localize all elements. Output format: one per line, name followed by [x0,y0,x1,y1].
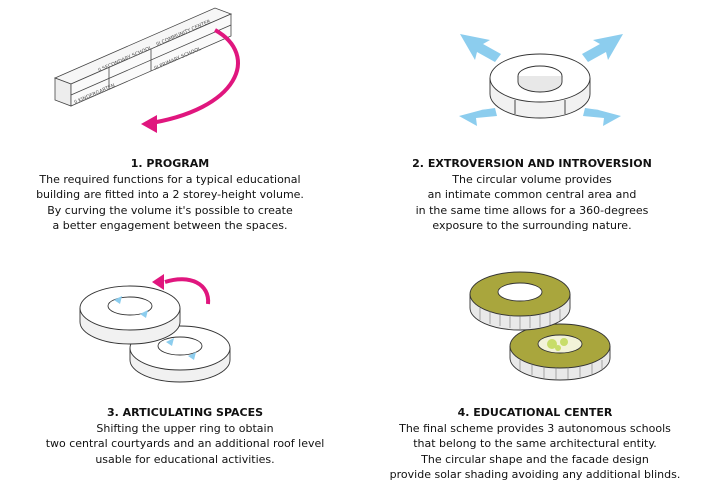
caption-line: By curving the volume it's possible to c… [47,203,293,217]
tree [555,345,561,351]
lower-ring-hole [157,336,203,356]
small-arrow [114,296,122,304]
caption-educational-center: 4. EDUCATIONAL CENTER The final scheme p… [385,405,685,483]
arrow-up-right [582,34,623,62]
caption-line: building are fitted into a 2 storey-heig… [36,188,304,201]
caption-line: provide solar shading avoiding any addit… [389,468,681,481]
caption-extroversion: 2. EXTROVERSION AND INTROVERSION The cir… [382,156,682,234]
arrow-down-right [583,108,621,126]
caption-line: two central courtyards and an additional… [45,437,325,450]
caption-line: an intimate common central area and [427,188,637,201]
arrow-down-left [459,108,497,126]
small-arrow [140,310,148,318]
caption-line: The required functions for a typical edu… [39,172,301,186]
shift-arrow [164,277,211,305]
caption-line: The circular shape and the facade design [421,452,649,466]
caption-line: in the same time allows for a 360-degree… [415,203,649,217]
caption-program: 1. PROGRAM The required functions for a … [20,156,320,234]
shift-arrow-head [152,274,164,290]
panel-title: 4. EDUCATIONAL CENTER [457,406,613,419]
caption-line: that belong to the same architectural en… [413,437,657,450]
caption-line: The final scheme provides 3 autonomous s… [399,421,671,435]
caption-line: Shifting the upper ring to obtain [96,421,274,435]
panel-title: 3. ARTICULATING SPACES [106,406,264,419]
lower-courtyard [537,334,583,354]
panel-title: 1. PROGRAM [130,157,210,170]
caption-line: exposure to the surrounding nature. [432,219,632,232]
ring-exposure-diagram [459,34,623,126]
small-arrow [188,352,196,360]
upper-courtyard [497,282,543,302]
caption-line: a better engagement between the spaces. [52,219,288,232]
tree [560,338,568,346]
program-diagram: II SECONDARY SCHOOL III COMMUNITY CENTER… [53,7,240,133]
curve-arrow [144,28,240,126]
caption-line: The circular volume provides [452,172,612,186]
small-arrow [166,338,174,346]
final-scheme-diagram [469,271,611,381]
arrow-up-left [460,34,501,62]
tree [547,339,557,349]
panel-title: 2. EXTROVERSION AND INTROVERSION [412,157,652,170]
caption-line: usable for educational activities. [95,452,275,466]
caption-articulating: 3. ARTICULATING SPACES Shifting the uppe… [30,405,340,467]
curve-arrow-head [141,115,157,133]
shifted-rings-diagram [79,274,231,383]
